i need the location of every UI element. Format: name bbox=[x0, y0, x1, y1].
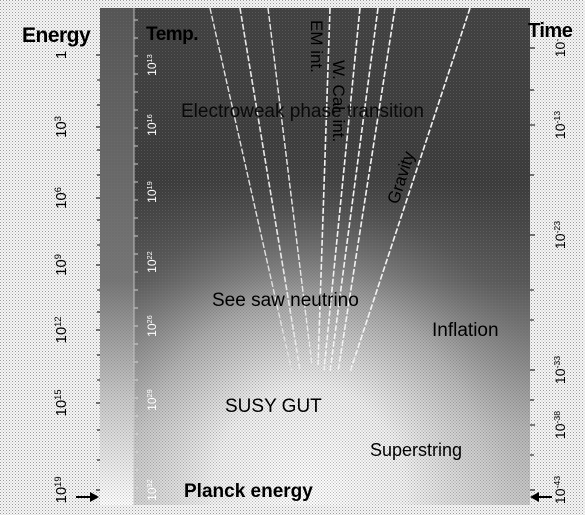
time-tick-label: 10-38 bbox=[552, 411, 568, 439]
seesaw-label: See saw neutrino bbox=[212, 290, 359, 311]
svg-text:10-23: 10-23 bbox=[552, 221, 568, 249]
svg-text:103: 103 bbox=[53, 116, 70, 138]
svg-text:1032: 1032 bbox=[145, 479, 160, 501]
force-line bbox=[329, 7, 379, 373]
svg-text:1026: 1026 bbox=[145, 315, 160, 337]
electroweak-label: Electroweak phase transition bbox=[181, 101, 424, 122]
svg-text:1: 1 bbox=[53, 51, 70, 59]
force-line bbox=[209, 7, 293, 373]
svg-text:10-43: 10-43 bbox=[552, 476, 568, 504]
energy-tick-label: 1 bbox=[53, 51, 70, 59]
temperature-tick-label: 1019 bbox=[145, 181, 160, 203]
superstring-label: Superstring bbox=[370, 440, 462, 460]
energy-tick-label: 109 bbox=[53, 254, 70, 276]
panel-texture bbox=[100, 8, 530, 505]
force-line bbox=[239, 7, 301, 371]
svg-text:1029: 1029 bbox=[145, 389, 160, 411]
susy-gut-label: SUSY GUT bbox=[225, 396, 322, 417]
time-tick-label: 10-23 bbox=[552, 221, 568, 249]
svg-text:1019: 1019 bbox=[53, 476, 70, 503]
svg-text:1022: 1022 bbox=[145, 251, 160, 273]
svg-text:1013: 1013 bbox=[145, 54, 160, 76]
em-int-label: EM int. bbox=[307, 20, 326, 73]
svg-text:109: 109 bbox=[53, 254, 70, 276]
time-tick-label: 10-13 bbox=[552, 111, 568, 139]
temperature-tick-label: 1029 bbox=[145, 389, 160, 411]
time-header: Time bbox=[528, 20, 573, 42]
temperature-tick-label: 1032 bbox=[145, 479, 160, 501]
svg-text:1012: 1012 bbox=[53, 316, 70, 343]
time-tick-label: 10- bbox=[552, 39, 568, 58]
weak-int-label: W. Cal. int. bbox=[329, 60, 348, 142]
svg-text:10-33: 10-33 bbox=[552, 356, 568, 384]
strip-ticks bbox=[133, 8, 138, 505]
time-axis: 10- 10-13 10-23 10-33 10-38 10-43 bbox=[530, 39, 568, 504]
temperature-tick-label: 1013 bbox=[145, 54, 160, 76]
planck-energy-label: Planck energy bbox=[184, 481, 313, 502]
temperature-tick-label: 1016 bbox=[145, 114, 160, 136]
svg-text:10-13: 10-13 bbox=[552, 111, 568, 139]
planck-arrow-left bbox=[76, 492, 99, 502]
svg-text:10-: 10- bbox=[552, 39, 568, 58]
svg-text:106: 106 bbox=[53, 187, 70, 209]
temperature-tick-label: 1022 bbox=[145, 251, 160, 273]
force-line bbox=[317, 7, 331, 366]
energy-tick-label: 106 bbox=[53, 187, 70, 209]
svg-text:1015: 1015 bbox=[53, 389, 70, 416]
planck-arrow-right bbox=[530, 492, 552, 502]
energy-header: Energy bbox=[22, 24, 91, 47]
force-lines bbox=[209, 7, 471, 373]
energy-tick-label: 1015 bbox=[53, 389, 70, 416]
time-tick-label: 10-33 bbox=[552, 356, 568, 384]
svg-text:1019: 1019 bbox=[145, 181, 160, 203]
temperature-axis: 1013 1016 1019 1022 1026 1029 1032 bbox=[145, 54, 160, 501]
force-line bbox=[267, 7, 313, 366]
force-line bbox=[337, 7, 396, 373]
time-tick-label: 10-43 bbox=[552, 476, 568, 504]
energy-axis: 1 103 106 109 1012 1015 1019 bbox=[53, 51, 100, 504]
force-line bbox=[323, 7, 361, 371]
temperature-tick-label: 1026 bbox=[145, 315, 160, 337]
svg-text:10-38: 10-38 bbox=[552, 411, 568, 439]
inflation-label: Inflation bbox=[432, 320, 499, 341]
svg-text:1016: 1016 bbox=[145, 114, 160, 136]
energy-tick-label: 1012 bbox=[53, 316, 70, 343]
temperature-header: Temp. bbox=[146, 24, 199, 45]
energy-tick-label: 103 bbox=[53, 116, 70, 138]
energy-tick-label: 1019 bbox=[53, 476, 70, 503]
